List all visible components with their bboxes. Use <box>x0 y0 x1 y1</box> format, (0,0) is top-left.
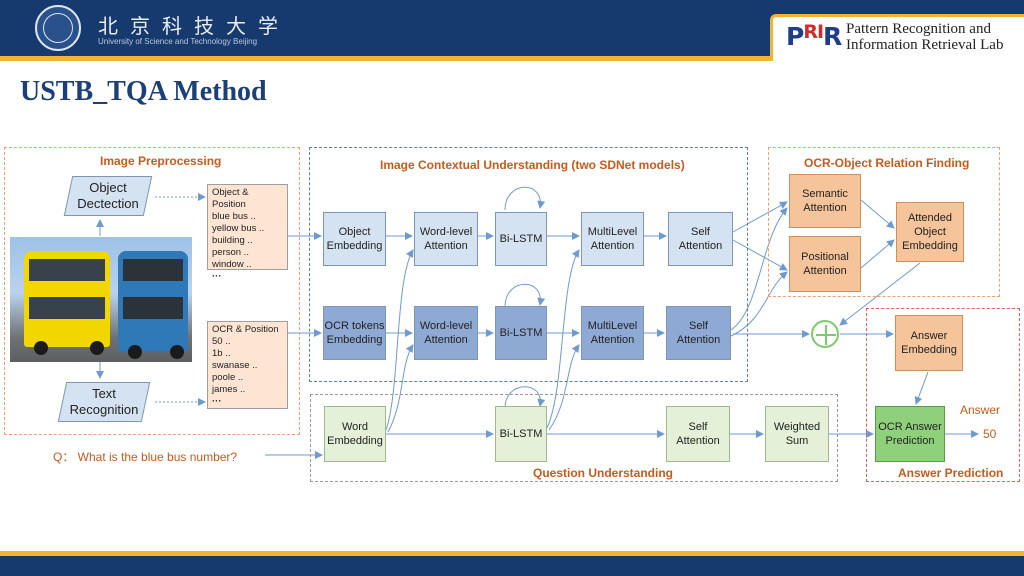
region-label-relation: OCR-Object Relation Finding <box>804 156 970 170</box>
method-diagram: Image Preprocessing Image Contextual Und… <box>0 140 1024 490</box>
answer-label: Answer <box>960 403 1001 417</box>
multilevel-attention-box-top: MultiLevel Attention <box>581 212 644 266</box>
object-detection-box: Object Dectection <box>63 176 153 216</box>
university-name-cn: 北京科技大学 <box>98 14 290 38</box>
word-embedding-box: Word Embedding <box>324 406 386 462</box>
footer-bar <box>0 556 1024 576</box>
ocr-tokens-embedding-box: OCR tokens Embedding <box>323 306 386 360</box>
semantic-attention-box: Semantic Attention <box>789 174 861 228</box>
positional-attention-box: Positional Attention <box>789 236 861 292</box>
region-answer-prediction <box>866 308 1020 482</box>
bus-photo <box>10 237 192 362</box>
self-attention-box-mid: Self Attention <box>666 306 731 360</box>
bi-lstm-box-top: Bi-LSTM <box>495 212 547 266</box>
university-name-en: University of Science and Technology Bei… <box>98 37 258 46</box>
footer-accent-stripe <box>0 551 1024 556</box>
lab-logo: PRIR <box>786 21 842 51</box>
object-embedding-box: Object Embedding <box>323 212 386 266</box>
slide-title: USTB_TQA Method <box>20 76 267 107</box>
answer-value: 50 <box>983 427 997 441</box>
lab-name-line1: Pattern Recognition and <box>846 21 991 37</box>
fusion-plus-icon <box>811 320 839 348</box>
region-image-preprocessing <box>4 147 300 435</box>
word-level-attention-box-top: Word-level Attention <box>414 212 478 266</box>
header-accent-stripe <box>0 56 1024 61</box>
region-label-contextual: Image Contextual Understanding (two SDNe… <box>380 158 685 172</box>
self-attention-box-question: Self Attention <box>666 406 730 462</box>
university-seal-logo <box>35 5 81 51</box>
region-contextual-understanding <box>309 147 748 382</box>
self-attention-box-top: Self Attention <box>668 212 733 266</box>
attended-object-embedding-box: Attended Object Embedding <box>896 202 964 262</box>
question-text: Q： What is the blue bus number? <box>53 450 238 464</box>
multilevel-attention-box-mid: MultiLevel Attention <box>581 306 644 360</box>
weighted-sum-box: Weighted Sum <box>765 406 829 462</box>
ocr-answer-prediction-box: OCR Answer Prediction <box>875 406 945 462</box>
answer-embedding-box: Answer Embedding <box>895 315 963 371</box>
ocr-position-note: OCR & Position 50 .. 1b .. swanase .. po… <box>207 321 288 409</box>
lab-name-line2: Information Retrieval Lab <box>846 37 1004 53</box>
lab-panel <box>770 14 1024 61</box>
region-label-preprocessing: Image Preprocessing <box>100 154 222 168</box>
region-relation-finding <box>768 147 1000 297</box>
text-recognition-box: Text Recognition <box>57 382 151 422</box>
region-question-understanding <box>310 394 838 482</box>
region-label-answer: Answer Prediction <box>898 466 1004 480</box>
word-level-attention-box-mid: Word-level Attention <box>414 306 478 360</box>
bi-lstm-box-question: Bi-LSTM <box>495 406 547 462</box>
region-label-question: Question Understanding <box>533 466 674 480</box>
diagram-arrows <box>96 186 979 459</box>
bi-lstm-box-mid: Bi-LSTM <box>495 306 547 360</box>
object-position-note: Object & Position blue bus .. yellow bus… <box>207 184 288 282</box>
